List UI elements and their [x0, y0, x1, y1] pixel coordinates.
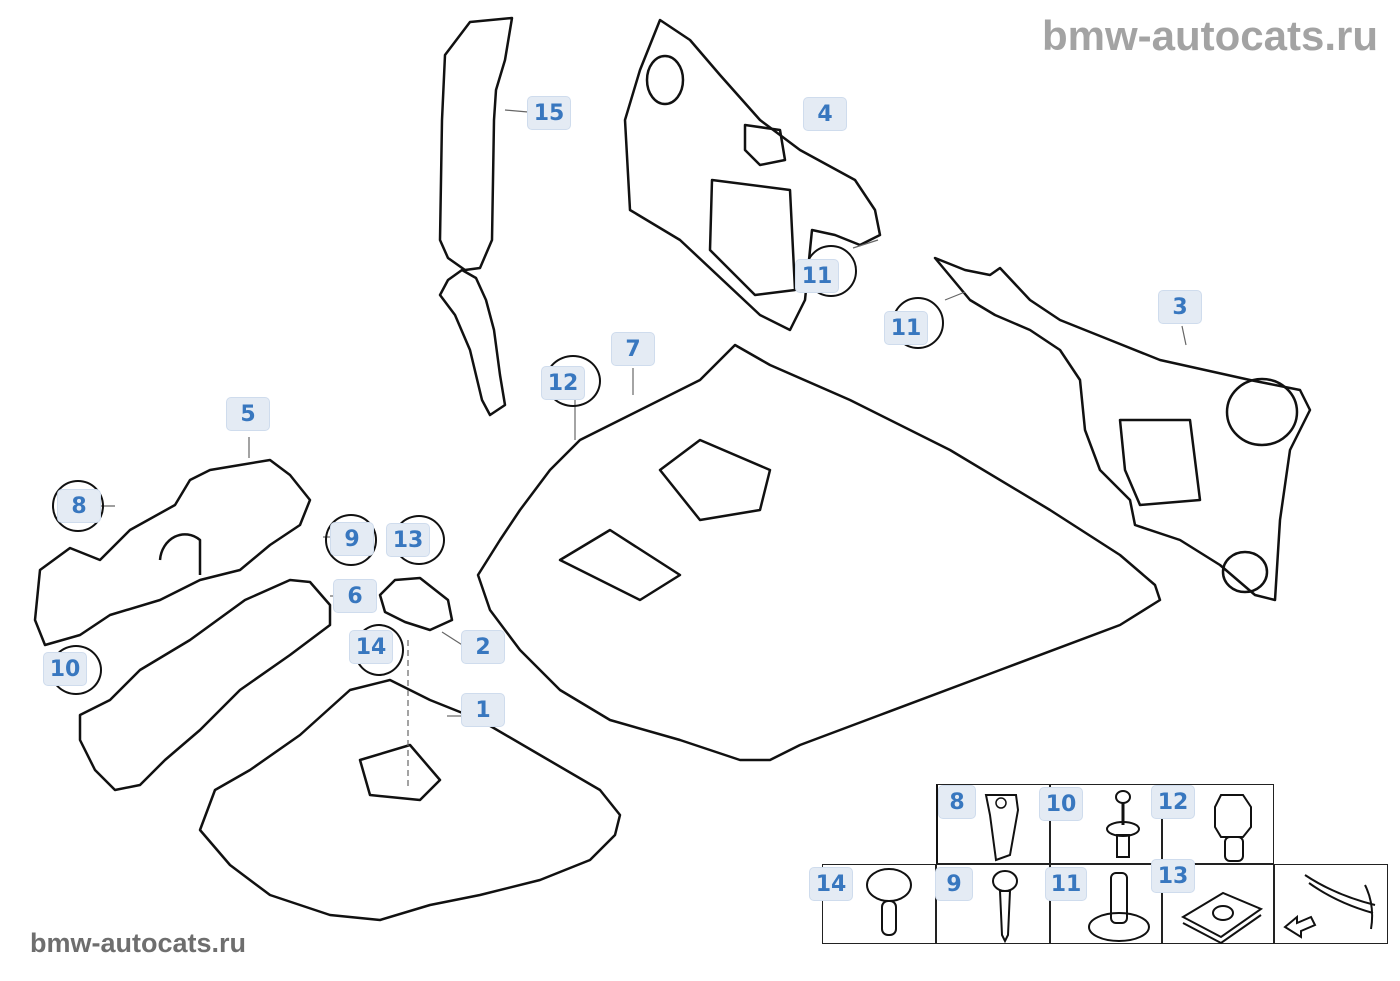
callout-6[interactable]: 6	[333, 579, 377, 613]
vehicle-front-arrow-icon	[1283, 874, 1376, 939]
legend-callout-13: 13	[1151, 859, 1195, 893]
legend-callout-14: 14	[809, 867, 853, 901]
part-15-side-strip	[438, 16, 514, 417]
callout-4[interactable]: 4	[803, 97, 847, 131]
legend-cell-12[interactable]: 12	[1151, 784, 1274, 864]
callout-8[interactable]: 8	[57, 489, 101, 523]
legend-cell-13[interactable]: 13	[1151, 859, 1274, 945]
expanding-rivet-icon	[1106, 790, 1140, 858]
legend-callout-10: 10	[1039, 787, 1083, 821]
callout-7[interactable]: 7	[611, 332, 655, 366]
callout-14[interactable]: 14	[349, 630, 393, 664]
legend-cell-8[interactable]: 8	[936, 784, 1050, 864]
screw-icon	[992, 870, 1018, 944]
callout-12[interactable]: 12	[541, 366, 585, 400]
part-2-clip-bracket	[378, 576, 454, 632]
part-4-left-bulkhead	[623, 18, 882, 332]
callout-2[interactable]: 2	[461, 630, 505, 664]
callout-13[interactable]: 13	[386, 523, 430, 557]
stud-icon	[1088, 872, 1150, 942]
legend-callout-9: 9	[935, 867, 973, 901]
watermark-top: bmw-autocats.ru	[1041, 12, 1378, 59]
watermark-bottom: bmw-autocats.ru	[30, 928, 247, 958]
part-3-right-bulkhead	[933, 256, 1312, 602]
callout-9[interactable]: 9	[330, 522, 374, 556]
legend-callout-11: 11	[1045, 867, 1087, 901]
hex-bolt-icon	[1214, 794, 1252, 862]
part-5-upper-panel	[33, 458, 312, 647]
legend-cell-10[interactable]: 10	[1039, 784, 1162, 864]
legend-cell-11[interactable]: 11	[1045, 864, 1162, 944]
plastic-rivet-icon	[866, 868, 912, 936]
callout-3[interactable]: 3	[1158, 290, 1202, 324]
callout-1[interactable]: 1	[461, 693, 505, 727]
callout-15[interactable]: 15	[527, 96, 571, 130]
part-7-main-shield	[476, 343, 1162, 762]
expanding-nut-icon	[984, 794, 1020, 862]
legend-cell-14[interactable]: 14	[809, 864, 936, 944]
callout-10[interactable]: 10	[43, 652, 87, 686]
callout-11-upper[interactable]: 11	[795, 259, 839, 293]
legend-cell-9[interactable]: 9	[935, 864, 1050, 944]
callout-5[interactable]: 5	[226, 397, 270, 431]
callout-11-lower[interactable]: 11	[884, 311, 928, 345]
part-6-lower-panel	[78, 578, 332, 792]
clip-nut-icon	[1180, 891, 1264, 945]
part-1-lower-shield	[198, 678, 622, 922]
legend-callout-12: 12	[1151, 785, 1195, 819]
legend-cell-front-orientation[interactable]	[1274, 864, 1388, 944]
legend-callout-8: 8	[938, 785, 976, 819]
